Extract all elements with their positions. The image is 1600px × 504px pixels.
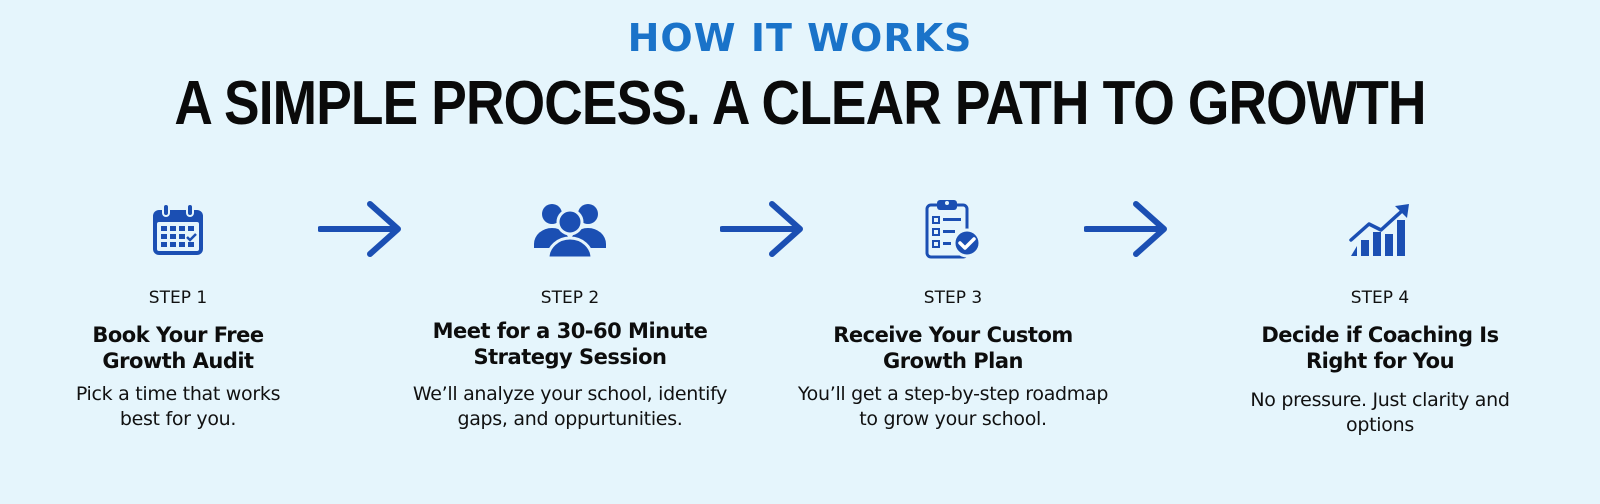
arrow-right-icon [318, 201, 401, 257]
section-eyebrow: HOW IT WORKS [627, 16, 973, 60]
step-label: STEP 3 [923, 288, 983, 308]
arrow-right-icon [720, 201, 803, 257]
calendar-icon [153, 203, 203, 255]
people-icon [534, 204, 606, 260]
section-headline: A SIMPLE PROCESS. A CLEAR PATH TO GROWTH [174, 69, 1426, 138]
checklist-icon [925, 200, 982, 259]
arrow-right-icon [1084, 201, 1167, 257]
growth-chart-icon [1349, 204, 1409, 256]
step-label: STEP 2 [540, 288, 600, 308]
step-label: STEP 4 [1350, 288, 1410, 308]
step-label: STEP 1 [148, 288, 208, 308]
